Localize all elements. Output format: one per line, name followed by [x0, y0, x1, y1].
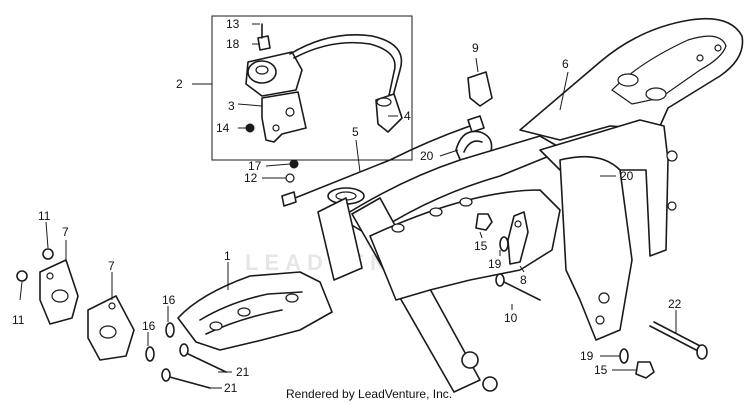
callout-7-right: 7 — [108, 259, 115, 273]
callout-15-lower: 15 — [594, 363, 608, 377]
callout-18: 18 — [226, 37, 240, 51]
coil-bracket[interactable] — [261, 91, 307, 143]
bolt-10[interactable] — [495, 273, 541, 301]
callout-10: 10 — [504, 311, 518, 325]
callout-19-lower: 19 — [580, 349, 594, 363]
nut-11-upper[interactable] — [42, 248, 54, 260]
callout-21-upper: 21 — [236, 365, 250, 379]
callout-8: 8 — [520, 273, 527, 287]
plate-7-left[interactable] — [39, 259, 79, 325]
bracket-8[interactable] — [507, 211, 529, 265]
washer-16-lower[interactable] — [145, 346, 155, 362]
callout-17: 17 — [248, 159, 262, 173]
callout-7-left: 7 — [62, 225, 69, 239]
plate-7-right[interactable] — [87, 295, 135, 361]
callout-22: 22 — [668, 297, 682, 311]
bolt-17[interactable] — [289, 159, 299, 169]
leader-lines — [19, 23, 677, 389]
washer-16-upper[interactable] — [165, 322, 175, 338]
callouts: 13 18 2 3 14 4 5 9 6 20 20 17 12 15 19 8… — [12, 17, 682, 395]
callout-19-upper: 19 — [488, 257, 502, 271]
callout-20-left: 20 — [420, 149, 434, 163]
nut-11-lower[interactable] — [16, 270, 28, 282]
washer-12[interactable] — [285, 173, 295, 183]
nut-15-upper[interactable] — [475, 213, 493, 231]
inset-box — [211, 15, 413, 161]
callout-1: 1 — [224, 249, 231, 263]
cable-5[interactable] — [281, 115, 485, 207]
bolt-22[interactable] — [649, 321, 708, 360]
spark-plug-cap[interactable] — [375, 93, 403, 133]
washer-19-lower[interactable] — [619, 348, 629, 364]
callout-14: 14 — [216, 121, 230, 135]
callout-20-right: 20 — [620, 169, 634, 183]
callout-16-lower: 16 — [142, 319, 156, 333]
bolt-21-upper[interactable] — [179, 343, 227, 373]
callout-13: 13 — [226, 17, 240, 31]
plate-9[interactable] — [467, 71, 493, 107]
credit-text: Rendered by LeadVenture, Inc. — [286, 387, 452, 401]
nut-15-lower[interactable] — [635, 361, 655, 379]
callout-5: 5 — [352, 125, 359, 139]
skid-plate[interactable] — [177, 271, 333, 351]
callout-6: 6 — [562, 57, 569, 71]
callout-15-upper: 15 — [474, 239, 488, 253]
nut-14[interactable] — [245, 123, 255, 133]
callout-9: 9 — [472, 41, 479, 55]
ignition-coil[interactable] — [245, 23, 403, 101]
callout-11-lower: 11 — [12, 313, 25, 327]
callout-16-upper: 16 — [162, 293, 176, 307]
main-frame[interactable] — [317, 17, 744, 393]
callout-21-lower: 21 — [224, 381, 238, 395]
callout-12: 12 — [244, 171, 258, 185]
bolt-21-lower[interactable] — [161, 368, 211, 389]
callout-4: 4 — [404, 109, 411, 123]
washer-19-upper[interactable] — [499, 236, 509, 252]
callout-11-upper: 11 — [38, 209, 51, 223]
callout-2: 2 — [176, 77, 183, 91]
callout-3: 3 — [228, 99, 235, 113]
